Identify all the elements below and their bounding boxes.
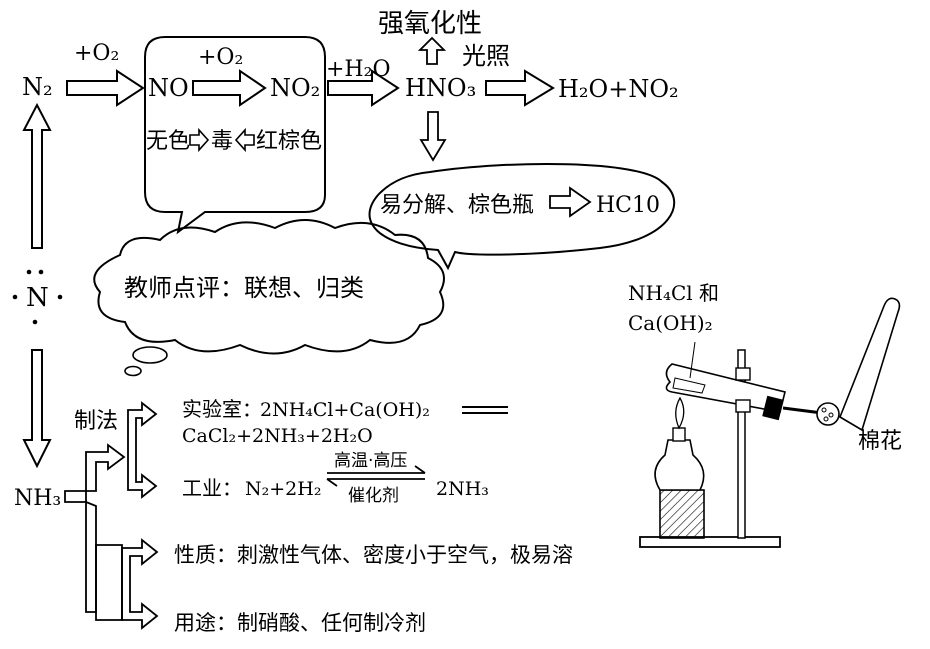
redbrown-label: 红棕色	[256, 129, 322, 154]
industrial-prefix: 工业：	[182, 476, 242, 500]
no-label: NO	[148, 74, 189, 102]
hno3-bubble	[368, 162, 676, 271]
arrow-n2-no	[66, 69, 145, 107]
o2-label-2: +O₂	[198, 45, 243, 70]
lab-prefix: 实验室：	[182, 397, 262, 421]
thought-cloud	[93, 219, 445, 355]
o2-label-1: +O₂	[74, 41, 119, 66]
arrow-no2-hno3	[327, 69, 400, 107]
colorless-label: 无色	[146, 129, 190, 154]
branch-upper	[85, 443, 126, 492]
industrial-product: 2NH₃	[436, 478, 489, 500]
thought-dot-large	[132, 346, 168, 364]
toxic-label: 毒	[211, 129, 233, 154]
n2-label: N₂	[22, 73, 53, 101]
thought-dot-small	[124, 365, 142, 377]
cloud-comment: 教师点评：联想、归类	[124, 274, 364, 302]
no2-label: NO₂	[270, 74, 320, 102]
branch-properties-uses	[121, 538, 159, 630]
branch-nh3-connector	[64, 490, 87, 503]
branch-preparation	[127, 401, 158, 499]
arrow-down-decompose	[419, 111, 447, 162]
preparation-label: 制法	[74, 409, 118, 434]
branch-bridge	[95, 544, 123, 621]
hc10-label: HC10	[596, 193, 660, 218]
arrow-n-to-nh3	[22, 349, 52, 469]
arrow-redbrown-toxic	[234, 127, 255, 153]
arrow-hno3-products	[485, 69, 555, 107]
industrial-reactants: N₂+2H₂	[245, 478, 321, 500]
no-bubble	[144, 36, 326, 235]
industrial-condition-bottom: 催化剂	[348, 486, 399, 506]
arrow-no-no2	[192, 69, 267, 107]
branch-lower	[85, 500, 97, 613]
properties-text: 性质：刺激性气体、密度小于空气，极易溶	[174, 543, 573, 567]
reagent-label-line2: Ca(OH)₂	[628, 311, 713, 335]
lab-apparatus	[639, 297, 901, 548]
lab-equation-line1: 2NH₄Cl+Ca(OH)₂	[260, 399, 430, 421]
nitrogen-electron-dots	[12, 269, 63, 325]
arrow-n-to-n2	[22, 102, 52, 249]
uses-text: 用途：制硝酸、任何制冷剂	[174, 611, 426, 635]
nitrogen-atom-symbol: N	[26, 283, 49, 313]
arrow-colorless-toxic	[189, 127, 210, 153]
h2o-label: +H₂O	[326, 57, 390, 82]
industrial-condition-top: 高温·高压	[334, 451, 407, 471]
reagent-label-line1: NH₄Cl 和	[628, 281, 719, 305]
cotton-label: 棉花	[858, 429, 902, 454]
lab-equals-sign	[462, 406, 508, 414]
hno3-label: HNO₃	[405, 74, 476, 102]
arrow-to-hc10	[549, 186, 592, 218]
strong-oxidizing-label: 强氧化性	[378, 9, 482, 39]
nh3-label: NH₃	[14, 486, 61, 511]
decompose-label: 易分解、棕色瓶	[380, 193, 534, 218]
arrow-up-oxidizing	[417, 36, 447, 65]
products-label: H₂O+NO₂	[558, 75, 679, 103]
lab-equation-line2: CaCl₂+2NH₃+2H₂O	[182, 425, 373, 447]
industrial-reversible-arrow	[326, 465, 426, 487]
light-label: 光照	[462, 42, 510, 70]
